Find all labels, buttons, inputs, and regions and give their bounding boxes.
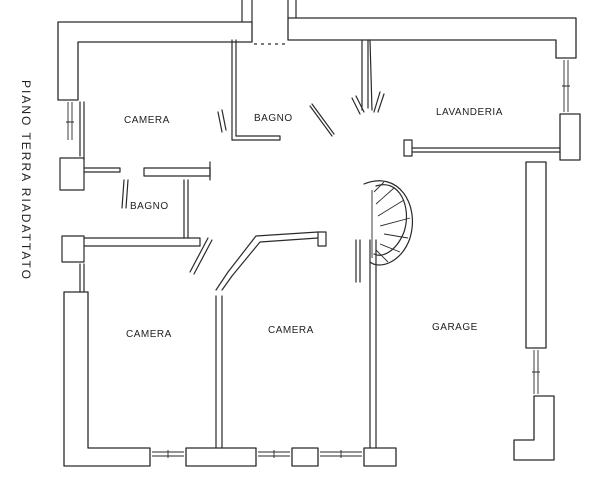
outer-walls — [57, 0, 581, 467]
room-label-lavanderia: LAVANDERIA — [436, 107, 503, 118]
plan-title: PIANO TERRA RIADATTATO — [19, 80, 33, 281]
room-label-camera-top-left: CAMERA — [124, 115, 170, 126]
room-label-garage: GARAGE — [432, 322, 478, 333]
room-label-bagno-top: BAGNO — [254, 113, 293, 124]
room-label-camera-bottom-left: CAMERA — [126, 329, 172, 340]
windows — [66, 60, 570, 458]
interior-walls — [59, 39, 561, 449]
room-label-bagno-left: BAGNO — [130, 201, 169, 212]
spiral-staircase — [363, 180, 414, 266]
room-label-camera-bottom-center: CAMERA — [268, 325, 314, 336]
